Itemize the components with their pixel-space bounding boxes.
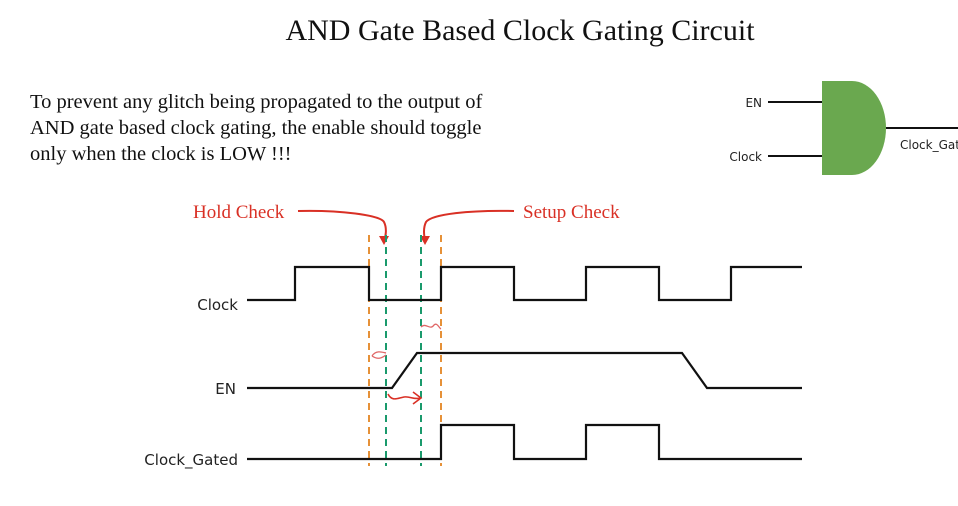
en-delay-arrow	[387, 391, 423, 405]
hold-check-arrow	[297, 209, 387, 242]
hold-check-label: Hold Check	[193, 202, 285, 223]
description-line: only when the clock is LOW !!!	[30, 143, 292, 165]
waveform-en: EN	[215, 351, 802, 398]
setup-check-arrow	[423, 209, 515, 242]
description-line: To prevent any glitch being propagated t…	[30, 91, 483, 113]
gate-input-en-label: EN	[745, 96, 762, 110]
and-gate-symbol: EN Clock Clock_Gated	[729, 81, 958, 175]
description-text: To prevent any glitch being propagated t…	[30, 89, 530, 167]
setup-margin-scribble	[420, 323, 442, 330]
waveform-clock: Clock	[197, 265, 802, 314]
clock-gated-waveform-line	[247, 423, 802, 461]
setup-check-label: Setup Check	[523, 202, 620, 223]
en-waveform-line	[247, 351, 802, 390]
setup-check-arrowhead	[420, 236, 430, 245]
hold-check-arrowhead	[379, 236, 389, 245]
page-title: AND Gate Based Clock Gating Circuit	[285, 14, 755, 47]
clock-waveform-line	[247, 265, 802, 302]
signal-label-clock: Clock	[197, 296, 238, 314]
waveform-clock-gated: Clock_Gated	[144, 423, 802, 470]
hold-margin-scribble	[371, 351, 387, 359]
signal-label-clock-gated: Clock_Gated	[144, 451, 238, 470]
signal-label-en: EN	[215, 380, 236, 398]
description-line: AND gate based clock gating, the enable …	[30, 117, 482, 139]
gate-output-label: Clock_Gated	[900, 138, 958, 152]
gate-input-clock-label: Clock	[729, 150, 762, 164]
and-gate-body	[822, 81, 886, 175]
